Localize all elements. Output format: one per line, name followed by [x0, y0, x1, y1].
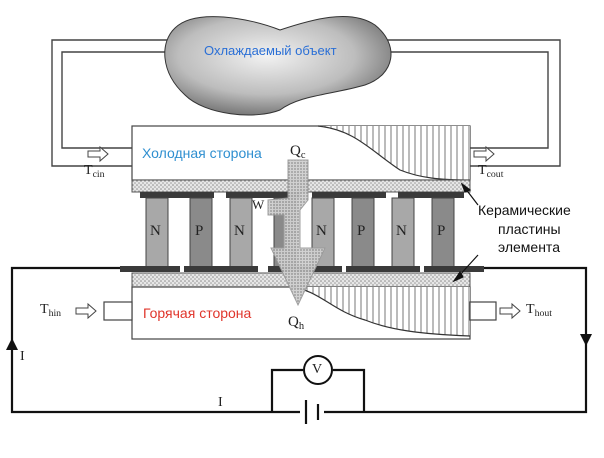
temp-hin-label: Thin: [40, 302, 62, 319]
voltmeter-label: V: [312, 362, 323, 377]
hot-gradient-curve: [289, 286, 471, 337]
hot-side-label: Горячая сторона: [143, 305, 252, 321]
temp-cout-label: Tcout: [478, 163, 504, 180]
cold-heat-label: Qc: [290, 143, 306, 161]
flow-arrows: [75, 145, 521, 320]
current-label-bottom: I: [218, 395, 223, 410]
heat-flow-arrow: [267, 159, 326, 307]
battery: [304, 400, 320, 424]
cooled-object-label: Охлаждаемый объект: [204, 43, 337, 58]
temp-cin-label: Tcin: [84, 163, 105, 180]
hot-pipes: [103, 301, 497, 321]
cooled-object: [164, 15, 392, 116]
cold-side-label: Холодная сторона: [142, 145, 262, 161]
leg-label-3: N: [234, 223, 245, 239]
hot-heat-label: Qh: [288, 314, 305, 332]
leg-label-4: W: [252, 197, 265, 212]
ceramic-label-line2: пластины: [498, 221, 561, 237]
temp-hout-label: Thout: [526, 302, 552, 319]
current-arrow-right: [580, 334, 592, 346]
leg-label-1: N: [150, 223, 161, 239]
leg-label-8: P: [437, 223, 446, 239]
top-connectors: [140, 192, 464, 198]
ceramic-label-line3: элемента: [498, 239, 560, 255]
coolant-loop: [51, 39, 561, 167]
leg-label-5: N: [316, 223, 327, 239]
current-arrow-left: [6, 338, 18, 350]
leg-label-7: N: [396, 223, 407, 239]
ceramic-label-line1: Керамические: [478, 202, 571, 218]
current-label-left: I: [20, 349, 25, 364]
leg-label-6: P: [357, 223, 366, 239]
ceramic-pointers: [452, 182, 479, 283]
voltmeter: [303, 355, 333, 385]
leg-label-2: P: [195, 223, 204, 239]
cold-gradient-curve: [317, 125, 471, 181]
